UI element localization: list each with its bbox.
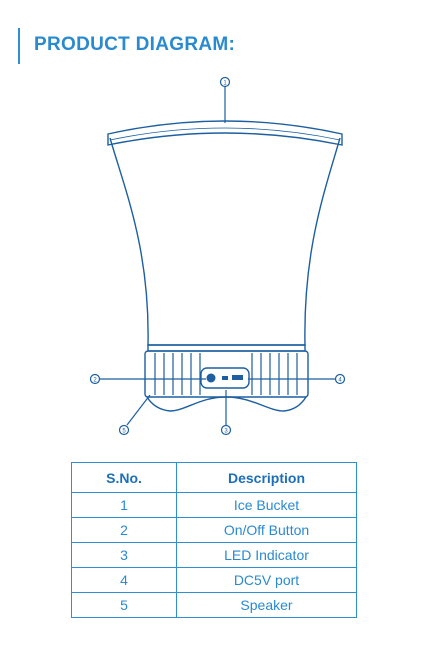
ice-bucket-rim: [107, 120, 343, 146]
parts-table: S.No. Description 1 Ice Bucket 2 On/Off …: [71, 462, 357, 618]
led-indicator: [222, 376, 228, 380]
callout-label: 1: [223, 81, 227, 87]
callout-2: 2: [89, 373, 101, 385]
table-row: 3 LED Indicator: [71, 542, 357, 568]
cell-serial-number: 2: [71, 517, 177, 543]
product-diagram: 1 2 3 4 5: [89, 76, 346, 436]
callout-label: 2: [93, 378, 97, 384]
table-header-row: S.No. Description: [71, 462, 357, 493]
table-row: 1 Ice Bucket: [71, 492, 357, 518]
cell-description: On/Off Button: [176, 517, 357, 543]
power-switch: [206, 373, 216, 383]
cell-description: Ice Bucket: [176, 492, 357, 518]
callout-5: 5: [118, 424, 130, 436]
cell-description: LED Indicator: [176, 542, 357, 568]
cell-serial-number: 5: [71, 592, 177, 618]
accent-bar: [18, 28, 20, 64]
cell-description: Speaker: [176, 592, 357, 618]
cell-description: DC5V port: [176, 567, 357, 593]
header-description: Description: [176, 462, 357, 493]
callout-4: 4: [334, 373, 346, 385]
table-row: 4 DC5V port: [71, 567, 357, 593]
cell-serial-number: 1: [71, 492, 177, 518]
speaker-grille: [154, 353, 298, 395]
table-row: 2 On/Off Button: [71, 517, 357, 543]
cell-serial-number: 4: [71, 567, 177, 593]
header-serial-number: S.No.: [71, 462, 177, 493]
ice-bucket-body: [109, 137, 341, 346]
callout-1: 1: [219, 76, 231, 88]
callout-label: 3: [224, 429, 228, 435]
callout-3: 3: [220, 424, 232, 436]
dc-port: [232, 375, 243, 380]
callout-label: 5: [122, 429, 126, 435]
page-title: PRODUCT DIAGRAM:: [34, 34, 236, 55]
base-neck: [147, 344, 306, 352]
cell-serial-number: 3: [71, 542, 177, 568]
table-row: 5 Speaker: [71, 592, 357, 618]
callout-label: 4: [338, 378, 342, 384]
